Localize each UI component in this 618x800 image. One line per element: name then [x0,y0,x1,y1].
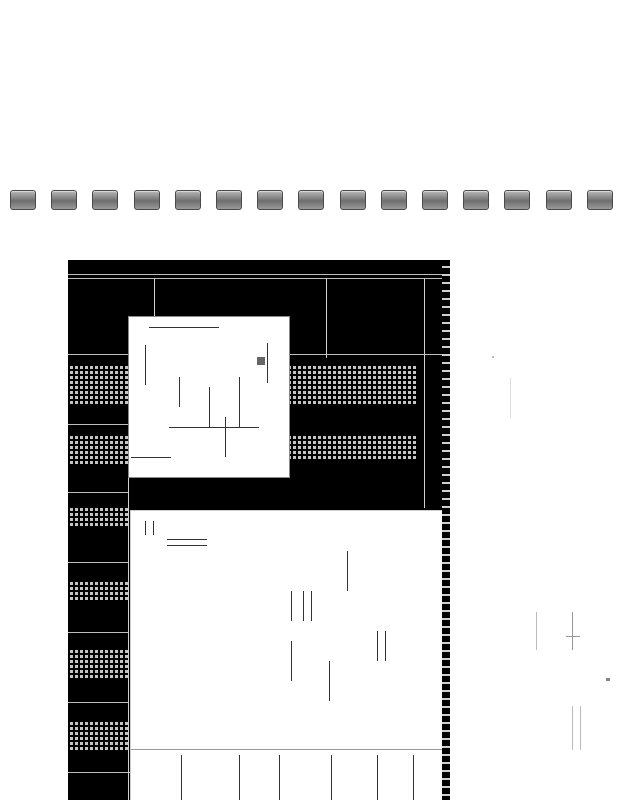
schematic-panel-upper [128,316,290,478]
table-block [70,648,128,680]
binder-ring-strip [0,188,618,212]
table-block [288,434,418,461]
binder-ring-icon [174,190,201,210]
sheet-perforated-edge [442,260,450,800]
binder-ring-icon [298,190,325,210]
faint-mark [606,678,610,681]
table-block [70,506,128,528]
binder-ring-icon [504,190,531,210]
header-rule [68,274,442,275]
binder-ring-icon [257,190,284,210]
binder-ring-icon [10,190,36,210]
binder-ring-icon [339,190,366,210]
header-rule [68,278,442,279]
faint-mark [510,378,511,418]
binder-ring-icon [422,190,448,210]
header-divider [326,278,327,358]
table-block [70,580,128,602]
row-rule [68,424,128,425]
faint-mark [580,706,581,750]
schematic-panel-lower [130,510,450,800]
table-block [70,434,128,466]
row-rule [68,492,128,493]
row-rule [68,562,128,563]
header-divider [424,278,425,508]
binder-ring-icon [463,190,490,210]
faint-mark [572,612,573,650]
row-rule [68,702,128,703]
table-block [70,364,128,406]
faint-mark [566,636,580,637]
binder-ring-icon [545,190,572,210]
faint-mark [572,706,573,750]
binder-ring-icon [586,190,613,210]
table-block [70,720,128,752]
binder-ring-icon [216,190,242,210]
binder-ring-icon [92,190,119,210]
table-block [288,364,418,406]
column-rule [128,354,129,800]
scanned-drawing-sheet [68,260,450,800]
faint-mark [492,356,494,358]
binder-ring-icon [51,190,78,210]
binder-ring-icon [380,190,407,210]
row-rule [68,632,128,633]
faint-mark [536,612,537,650]
binder-ring-icon [133,190,160,210]
